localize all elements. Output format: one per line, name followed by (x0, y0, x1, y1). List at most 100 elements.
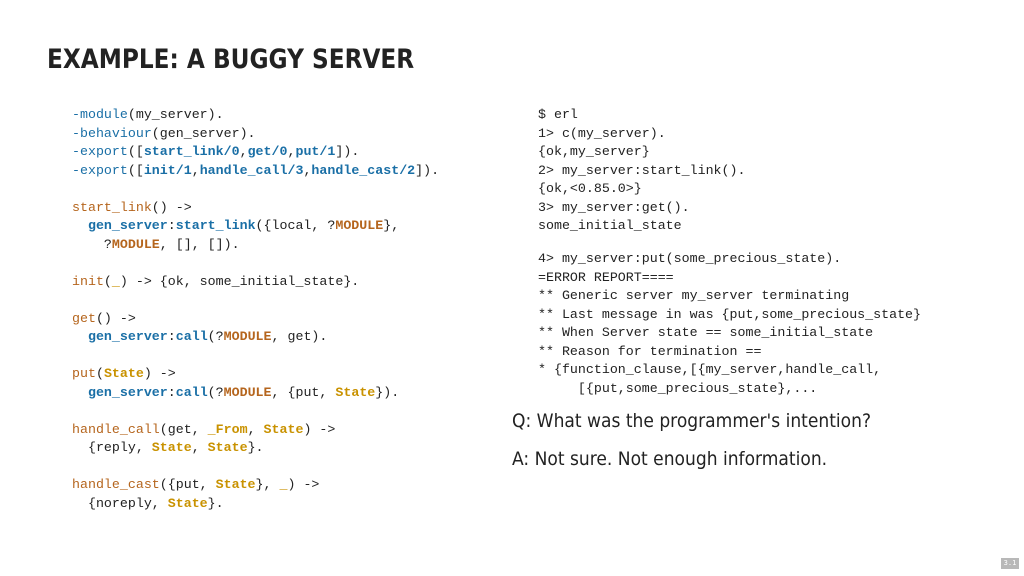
code-token: start_link (72, 199, 152, 215)
code-token: ? (72, 236, 112, 252)
code-token: State (207, 440, 248, 455)
code-token: ]). (335, 144, 360, 159)
report-line: [{put,some_precious_state},... (538, 380, 818, 396)
report-line: 4> my_server:put(some_precious_state). (538, 251, 842, 266)
code-token: }, (255, 477, 280, 492)
code-token: }. (207, 495, 224, 511)
code-token: , (247, 421, 264, 437)
code-token (72, 385, 88, 400)
code-token: ) -> (143, 366, 176, 381)
code-token: -behaviour (72, 125, 152, 141)
code-token: , (191, 440, 208, 455)
code-token: (? (207, 329, 224, 344)
code-token: call (175, 384, 208, 400)
code-token: State (215, 477, 256, 492)
code-token: ) -> (303, 421, 336, 437)
code-token: -export (72, 162, 128, 178)
shell-line: 3> my_server:get(). (538, 199, 690, 215)
code-token: MODULE (223, 384, 272, 400)
code-line: gen_server:call(?MODULE, {put, State}). (72, 385, 399, 400)
code-token: handle_cast (72, 477, 160, 492)
code-line: put(State) -> (72, 366, 176, 381)
code-token: State (103, 366, 144, 381)
code-token: : (167, 329, 176, 344)
report-line: ** Last message in was {put,some_preciou… (538, 306, 922, 322)
code-token: (? (207, 384, 224, 400)
shell-line: some_initial_state (538, 218, 682, 233)
code-line: ?MODULE, [], []). (72, 237, 240, 252)
code-token: , [], []). (159, 236, 240, 252)
code-token: , (287, 144, 296, 159)
code-token: ( (95, 366, 104, 381)
code-line: {reply, State, State}. (72, 440, 264, 455)
code-token: ]). (415, 162, 440, 178)
code-token: }). (375, 384, 400, 400)
code-token: {noreply, (72, 495, 168, 511)
code-line: -export([start_link/0,get/0,put/1]). (72, 144, 359, 159)
answer-text: A: Not sure. Not enough information. (512, 448, 828, 470)
code-token: (gen_server). (151, 125, 256, 141)
code-token: , (239, 144, 248, 159)
code-token: (my_server). (127, 107, 224, 122)
shell-line: {ok,<0.85.0>} (538, 181, 642, 196)
shell-line: 2> my_server:start_link(). (538, 162, 746, 178)
slide-title: EXAMPLE: A BUGGY SERVER (47, 44, 415, 75)
crash-report-output: 4> my_server:put(some_precious_state). =… (538, 250, 921, 398)
code-token: init (72, 273, 104, 289)
code-token: put/1 (295, 144, 336, 159)
code-token: _ (279, 477, 288, 492)
code-token: ( (103, 273, 112, 289)
code-token: init/1 (143, 162, 192, 178)
code-token: , get). (271, 329, 328, 344)
code-token: State (167, 495, 208, 511)
code-token: handle_call (72, 421, 160, 437)
code-token: MODULE (335, 218, 384, 233)
code-token: _From (207, 421, 248, 437)
code-token (72, 329, 88, 344)
shell-line: $ erl (538, 107, 578, 122)
code-token: {reply, (72, 440, 152, 455)
code-token: () -> (151, 199, 192, 215)
code-token: _ (111, 273, 120, 289)
code-token: State (263, 421, 304, 437)
code-line: init(_) -> {ok, some_initial_state}. (72, 274, 359, 289)
code-token: gen_server (87, 329, 168, 344)
code-token: gen_server (87, 218, 168, 233)
code-token: , (303, 162, 312, 178)
code-line: gen_server:start_link({local, ?MODULE}, (72, 218, 399, 233)
code-token: ([ (127, 162, 144, 178)
code-token: handle_cast/2 (311, 162, 416, 178)
report-line: ** Reason for termination == (538, 343, 762, 359)
code-token: handle_call/3 (199, 162, 304, 178)
shell-line: {ok,my_server} (538, 144, 650, 159)
erl-shell-session: $ erl 1> c(my_server). {ok,my_server} 2>… (538, 106, 745, 236)
code-line: {noreply, State}. (72, 496, 224, 511)
code-token: -module (72, 107, 128, 122)
code-token: MODULE (111, 236, 160, 252)
code-token: -export (72, 144, 128, 159)
code-token: get/0 (247, 144, 288, 159)
code-line: start_link() -> (72, 200, 192, 215)
code-token: call (175, 329, 208, 344)
code-token: gen_server (87, 384, 168, 400)
question-text: Q: What was the programmer's intention? (512, 410, 872, 432)
code-line: -behaviour(gen_server). (72, 126, 256, 141)
report-line: ** Generic server my_server terminating (538, 288, 850, 303)
code-token: ) -> {ok, some_initial_state}. (119, 273, 360, 289)
code-token: get (72, 310, 96, 326)
code-token: State (151, 440, 192, 455)
code-token: : (167, 384, 176, 400)
shell-line: 1> c(my_server). (538, 125, 666, 141)
code-line: -export([init/1,handle_call/3,handle_cas… (72, 163, 439, 178)
code-token: , {put, (271, 384, 336, 400)
code-token: , (191, 162, 200, 178)
code-token: start_link/0 (143, 144, 240, 159)
code-token: }, (383, 218, 400, 233)
code-token: () -> (95, 310, 136, 326)
report-line: * {function_clause,[{my_server,handle_ca… (538, 362, 882, 377)
code-token (72, 218, 88, 233)
code-token: (get, (159, 421, 208, 437)
code-token: }. (247, 440, 264, 455)
code-line: handle_call(get, _From, State) -> (72, 422, 335, 437)
code-line: gen_server:call(?MODULE, get). (72, 329, 327, 344)
